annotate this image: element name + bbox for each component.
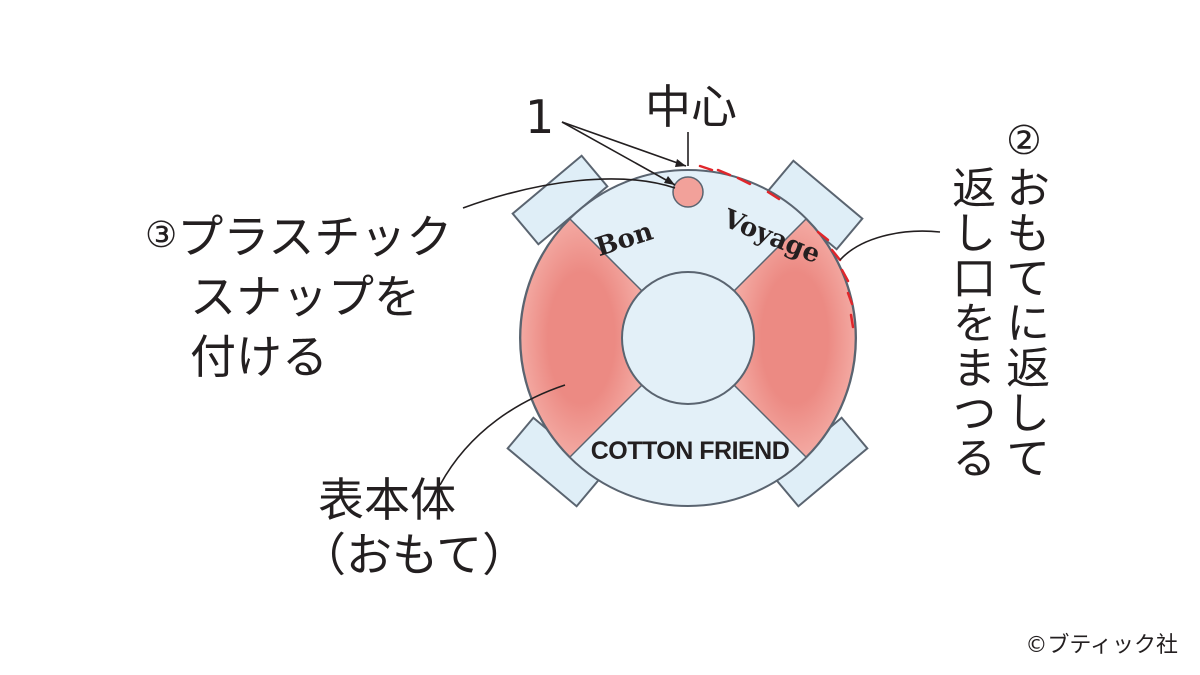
leader-body (439, 384, 566, 486)
return-opening-stitches (698, 164, 855, 329)
step2-column-2: 返し口をまつる (944, 165, 996, 480)
step3-number: ③ (145, 215, 178, 256)
label-body: 表本体 (318, 473, 456, 527)
step3-line2: スナップを (190, 270, 420, 324)
step3-line1: プラスチック (177, 210, 453, 264)
plastic-snap (672, 176, 704, 208)
label-step3: ③プラスチック (145, 210, 453, 264)
label-center: 中心 (645, 80, 737, 134)
step2-number: ② (1006, 118, 1042, 164)
label-body-face: （おもて） (300, 528, 529, 582)
leader-one-to-center (561, 121, 687, 167)
leader-opening (839, 230, 941, 261)
ring-center-hole (621, 271, 755, 405)
label-one: 1 (525, 90, 555, 144)
copyright-credit: ©ブティック社 (1025, 633, 1178, 658)
leader-snap (462, 178, 676, 209)
leader-lines (439, 121, 941, 486)
step2-column-1: おもてに返して (998, 165, 1050, 480)
arrowheads (664, 159, 686, 185)
rope-handles (506, 154, 869, 508)
ring-body (519, 169, 857, 507)
step3-line3: 付ける (190, 330, 328, 384)
leader-one-to-snap (561, 121, 676, 186)
ring-text-bottom: COTTON FRIEND (591, 437, 790, 465)
